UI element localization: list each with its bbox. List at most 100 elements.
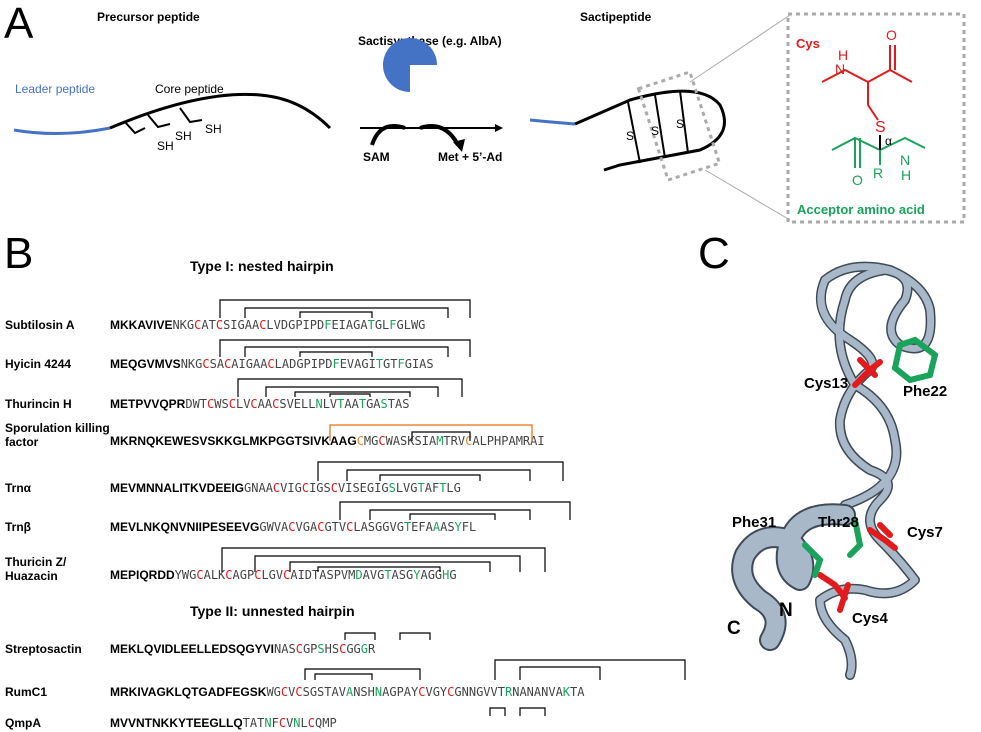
acceptor-residue: S xyxy=(317,642,325,656)
peptide-sequence: MVVNTNKKYTEEGLLQTATNFCVNLCQMP xyxy=(110,716,337,730)
core-sequence: ALPHPAMRAI xyxy=(472,434,545,448)
core-sequence: V xyxy=(288,685,296,699)
core-peptide-label: Core peptide xyxy=(155,82,224,96)
panel-a-letter: A xyxy=(4,0,34,48)
core-sequence: AA xyxy=(257,397,273,411)
core-sequence: LVG xyxy=(395,481,418,495)
core-sequence: L xyxy=(300,716,308,730)
core-sequence: GTV xyxy=(324,520,347,534)
core-sequence: NKG xyxy=(180,357,203,371)
sactipeptide-title: Sactipeptide xyxy=(580,10,652,24)
leader-sequence: MEPIQRDD xyxy=(110,568,175,582)
precursor-peptide-diagram xyxy=(13,12,966,224)
core-sequence: TA xyxy=(570,685,585,699)
label-thr28: Thr28 xyxy=(818,514,859,531)
core-sequence: NKG xyxy=(172,318,195,332)
acceptor-residue: M xyxy=(436,434,444,448)
acceptor-residue: N xyxy=(374,685,383,699)
core-sequence: IGS xyxy=(309,481,331,495)
cysteine-residue: C xyxy=(317,520,325,534)
acceptor-o-label: O xyxy=(852,172,863,188)
sam-label: SAM xyxy=(363,150,390,164)
products-label: Met + 5’-Ad xyxy=(438,150,503,164)
cysteine-residue: C xyxy=(301,481,310,495)
cysteine-residue: C xyxy=(418,685,426,699)
core-sequence: VIG xyxy=(280,481,302,495)
acceptor-residue: T xyxy=(417,481,425,495)
cys-h-label: H xyxy=(838,47,848,63)
type1-title: Type I: nested hairpin xyxy=(190,258,334,274)
core-sequence: EVAGI xyxy=(339,357,376,371)
core-sequence: G xyxy=(449,568,457,582)
label-c-terminus: C xyxy=(727,618,741,639)
acceptor-residue: A xyxy=(432,520,441,534)
peptide-sequence: MKKAVIVENKGCATCSIGAACLVDGPIPDFEIAGATGLFG… xyxy=(110,318,425,332)
cysteine-residue: C xyxy=(339,642,347,656)
sh-label-1: SH xyxy=(157,139,174,153)
bridge-brackets xyxy=(219,299,686,716)
peptide-sequence: METPVVQPRDWTCWSCLVCAACSVELLNLVTAATGASTAS xyxy=(110,397,409,411)
acceptor-residue: Y xyxy=(413,568,421,582)
sh-label-3: SH xyxy=(205,122,222,136)
cysteine-residue: C xyxy=(196,568,204,582)
acceptor-residue: N xyxy=(315,397,323,411)
acceptor-residue: S xyxy=(388,481,396,495)
core-sequence: GNNGVVT xyxy=(454,685,505,699)
core-sequence: WG xyxy=(266,685,281,699)
core-sequence: V xyxy=(286,716,294,730)
core-sequence: VISEGIG xyxy=(338,481,389,495)
core-sequence: AA xyxy=(344,397,359,411)
core-sequence: HS xyxy=(324,642,340,656)
cysteine-residue: C xyxy=(215,318,224,332)
acceptor-residue: T xyxy=(358,397,367,411)
acceptor-residue: N xyxy=(264,716,272,730)
cysteine-residue: C xyxy=(330,481,338,495)
peptide-sequence: MKRNQKEWESVSKKGLMKPGGTSIVKAAGCMGCWASKSIA… xyxy=(110,434,545,448)
acceptor-residue: T xyxy=(439,481,447,495)
label-cys7: Cys7 xyxy=(907,524,943,541)
label-phe31: Phe31 xyxy=(732,514,777,531)
thioether-s-label: S xyxy=(875,119,886,136)
acceptor-residue: F xyxy=(324,318,332,332)
acceptor-residue: T xyxy=(403,520,412,534)
alpha-label: α xyxy=(885,134,892,148)
peptide-name: Hyicin 4244 xyxy=(5,357,72,371)
label-n-terminus: N xyxy=(779,600,793,621)
peptide-sequence: MEKLQVIDLEELLEDSQGYVINASCGPSHSCGGGR xyxy=(110,642,375,656)
core-sequence: GT xyxy=(383,357,398,371)
enzyme-shape xyxy=(383,38,437,92)
precursor-title: Precursor peptide xyxy=(97,10,200,24)
panel-c-letter: C xyxy=(698,229,730,278)
leader-sequence: MRKIVAGKLQTGADFEGSK xyxy=(110,685,267,699)
core-sequence: GP xyxy=(302,642,318,656)
leader-sequence: MEQGVMVS xyxy=(110,357,181,371)
core-sequence: LV xyxy=(322,397,338,411)
s-label-1: S xyxy=(626,129,634,143)
acceptor-residue: F xyxy=(332,357,340,371)
cysteine-residue: C xyxy=(267,357,275,371)
peptide-name: Thuricin Z/ Huazacin xyxy=(5,555,67,583)
cysteine-residue: C xyxy=(202,357,210,371)
acceptor-residue: F xyxy=(389,318,397,332)
disulfide-cysteine: C xyxy=(356,434,364,448)
leader-sequence: MKRNQKEWESVSKKGLMKPGGTSIVKAAG xyxy=(110,434,357,448)
core-sequence: TAS xyxy=(387,397,410,411)
s-label-3: S xyxy=(676,117,684,131)
core-sequence: FL xyxy=(461,520,477,534)
core-sequence: AIGAA xyxy=(231,357,268,371)
core-sequence: LASGGVG xyxy=(353,520,404,534)
core-sequence: YWG xyxy=(174,568,197,582)
core-sequence: QMP xyxy=(315,716,337,730)
sacti-labels: SH SH SH S S S Cys H N O S α R N H O Acc… xyxy=(157,27,925,217)
type2-title: Type II: unnested hairpin xyxy=(190,603,355,619)
leader-strand xyxy=(13,126,111,136)
core-sequence: SA xyxy=(209,357,225,371)
core-sequence: VGY xyxy=(425,685,448,699)
peptide-name: Sporulation killing factor xyxy=(5,421,110,449)
disulfide-cysteine: C xyxy=(465,434,473,448)
core-sequence: AGG xyxy=(420,568,443,582)
label-cys13: Cys13 xyxy=(804,375,849,392)
core-sequence: F xyxy=(271,716,279,730)
sh-label-2: SH xyxy=(175,129,192,143)
